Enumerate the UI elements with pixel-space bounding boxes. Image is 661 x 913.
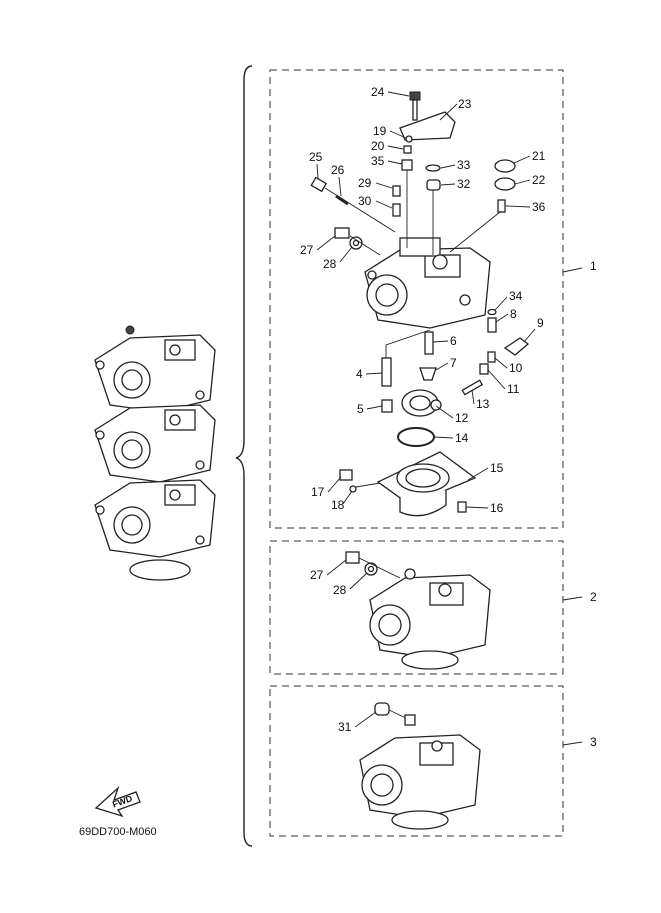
callout: 25	[309, 150, 323, 164]
group-label-2: 2	[590, 590, 597, 604]
group-box-2	[269, 540, 564, 675]
callout: 35	[371, 154, 385, 168]
callout: 29	[358, 176, 372, 190]
callout: 6	[450, 334, 457, 348]
callout: 16	[490, 501, 504, 515]
callout: 28	[323, 257, 337, 271]
callout: 23	[458, 97, 472, 111]
group-label-1: 1	[590, 259, 597, 273]
callout: 10	[509, 361, 523, 375]
callout: 34	[509, 289, 523, 303]
callout: 21	[532, 149, 546, 163]
carburetor-group2-illustration	[345, 551, 491, 670]
callout: 11	[507, 382, 520, 396]
carburetor-exploded-illustration	[310, 91, 530, 517]
callout: 27	[300, 243, 314, 257]
callout: 14	[455, 431, 469, 445]
callout: 13	[476, 397, 490, 411]
callout: 4	[356, 367, 363, 381]
callout-labels: 24 23 19 20 35 33 21 22 25 26 29 32 30 3…	[300, 85, 546, 734]
callout: 19	[373, 124, 387, 138]
callout: 26	[331, 163, 345, 177]
group-box-3	[269, 685, 564, 837]
callout: 20	[371, 139, 385, 153]
callout: 7	[450, 356, 457, 370]
group-label-3: 3	[590, 735, 597, 749]
callout: 32	[457, 177, 471, 191]
group-box-1	[269, 69, 564, 529]
callout: 33	[457, 158, 471, 172]
callout: 24	[371, 85, 385, 99]
fwd-arrow-icon: FWD	[94, 785, 141, 818]
callout: 17	[311, 485, 325, 499]
callout: 15	[490, 461, 504, 475]
carburetor-stack-illustration	[94, 325, 216, 581]
callout: 27	[310, 568, 324, 582]
diagram-code: 69DD700-M060	[79, 826, 157, 838]
callout: 12	[455, 411, 469, 425]
callout: 18	[331, 498, 345, 512]
group-brace	[235, 65, 253, 847]
callout: 36	[532, 200, 546, 214]
callout: 8	[510, 307, 517, 321]
callout: 5	[357, 402, 364, 416]
callout: 9	[537, 316, 544, 330]
callout: 30	[358, 194, 372, 208]
callout: 22	[532, 173, 546, 187]
callout: 31	[338, 720, 352, 734]
carburetor-group3-illustration	[359, 702, 481, 830]
callout: 28	[333, 583, 347, 597]
